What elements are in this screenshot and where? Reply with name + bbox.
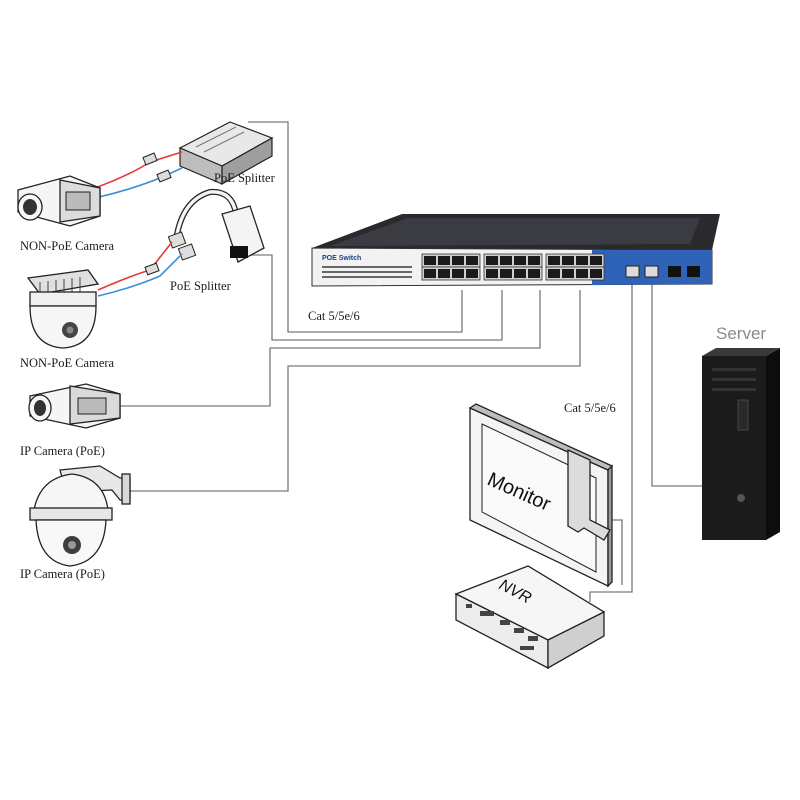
rj45-port bbox=[438, 256, 450, 265]
rj45-port bbox=[514, 256, 526, 265]
non-poe-camera-2 bbox=[26, 269, 100, 349]
ethernet-wire-blue-2 bbox=[97, 253, 183, 297]
port-block bbox=[483, 266, 543, 281]
rj45-port bbox=[500, 256, 512, 265]
port-block bbox=[545, 266, 605, 281]
wire-connector bbox=[142, 152, 158, 166]
rj45-port bbox=[486, 269, 498, 278]
cable-label-1: Cat 5/5e/6 bbox=[308, 309, 360, 323]
poe-splitter-2 bbox=[167, 188, 265, 263]
wire-connector bbox=[156, 169, 172, 183]
switch-brand-label: POE Switch bbox=[322, 255, 361, 262]
monitor bbox=[468, 403, 614, 588]
rj45-port bbox=[548, 269, 560, 278]
uplink-port bbox=[644, 265, 659, 278]
poe-splitter-2-label: PoE Splitter bbox=[170, 279, 232, 293]
rj45-port bbox=[452, 269, 464, 278]
wire-connector bbox=[144, 262, 160, 276]
port-block bbox=[421, 266, 481, 281]
rj45-port bbox=[486, 256, 498, 265]
rj45-port bbox=[562, 256, 574, 265]
rj45-port bbox=[514, 269, 526, 278]
non-poe-camera-2-label: NON-PoE Camera bbox=[20, 356, 115, 370]
cable-ipcam1-switch bbox=[120, 290, 541, 407]
cable-switch-server bbox=[651, 283, 702, 487]
server-label: Server bbox=[716, 324, 766, 343]
cable-splitter2-switch bbox=[250, 254, 503, 341]
rj45-port bbox=[500, 269, 512, 278]
non-poe-camera-1-label: NON-PoE Camera bbox=[20, 239, 115, 253]
ip-camera-1-label: IP Camera (PoE) bbox=[20, 444, 105, 458]
ip-camera-2 bbox=[29, 465, 131, 567]
cable-splitter1-switch bbox=[248, 121, 463, 333]
cable-lines bbox=[120, 121, 702, 602]
rj45-port bbox=[590, 256, 602, 265]
rj45-port bbox=[466, 269, 478, 278]
uplink-port bbox=[625, 265, 640, 278]
poe-splitter-1-label: PoE Splitter bbox=[214, 171, 276, 185]
rj45-port bbox=[452, 256, 464, 265]
rj45-port bbox=[424, 256, 436, 265]
sfp-port bbox=[668, 266, 681, 277]
cable-switch-nvr bbox=[589, 283, 633, 602]
rj45-port bbox=[548, 256, 560, 265]
cable-monitor-nvr bbox=[608, 519, 623, 585]
rj45-ports bbox=[421, 253, 605, 281]
rj45-port bbox=[438, 269, 450, 278]
rj45-port bbox=[562, 269, 574, 278]
poe-splitter-1 bbox=[178, 121, 274, 186]
poe-switch: POE Switch bbox=[311, 214, 720, 287]
sfp-port bbox=[687, 266, 700, 277]
cable-ipcam2-switch bbox=[130, 290, 581, 492]
server bbox=[702, 348, 780, 540]
non-poe-camera-1 bbox=[17, 175, 101, 227]
rj45-port bbox=[576, 269, 588, 278]
uplink-ports bbox=[625, 265, 700, 278]
cable-label-2: Cat 5/5e/6 bbox=[564, 401, 616, 415]
rj45-port bbox=[528, 256, 540, 265]
ip-camera-2-label: IP Camera (PoE) bbox=[20, 567, 105, 581]
rj45-port bbox=[424, 269, 436, 278]
rj45-port bbox=[528, 269, 540, 278]
nvr bbox=[454, 565, 606, 670]
switch-leds bbox=[322, 266, 412, 278]
ip-camera-1 bbox=[28, 383, 121, 429]
rj45-port bbox=[576, 256, 588, 265]
rj45-port bbox=[590, 269, 602, 278]
rj45-port bbox=[466, 256, 478, 265]
dc-wire-red-1 bbox=[94, 151, 183, 189]
switch-top-sheen bbox=[330, 218, 700, 246]
